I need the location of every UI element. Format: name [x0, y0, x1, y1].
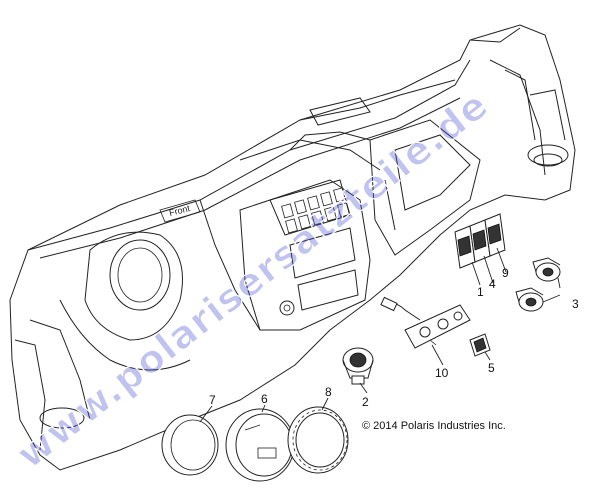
accessory-switch — [469, 333, 491, 357]
gauge-bezel-ring — [161, 414, 219, 476]
rocker-switch-cluster — [454, 213, 506, 269]
climate-switch-panel — [380, 296, 471, 349]
power-outlet-upper — [532, 257, 561, 282]
callout-9: 9 — [502, 266, 509, 280]
callout-6: 6 — [261, 392, 268, 406]
callout-8: 8 — [325, 385, 332, 399]
callout-2: 2 — [362, 395, 369, 409]
callout-10: 10 — [435, 366, 449, 380]
console-switch-grid — [281, 187, 350, 234]
callout-7: 7 — [209, 393, 216, 407]
leader-lines — [199, 247, 561, 423]
power-outlet-lower — [515, 287, 544, 312]
ignition-switch — [342, 347, 374, 385]
callout-numbers: 1 2 3 4 5 6 7 8 9 10 — [209, 266, 579, 409]
instrument-gauge — [225, 408, 295, 482]
callout-4: 4 — [489, 277, 496, 291]
callout-3: 3 — [572, 297, 579, 311]
gauge-retainer-ring — [287, 406, 349, 474]
callout-1: 1 — [477, 285, 484, 299]
dashboard-assembly: Front — [9, 24, 576, 471]
copyright-notice: © 2014 Polaris Industries Inc. — [362, 420, 506, 432]
callout-5: 5 — [488, 361, 495, 375]
